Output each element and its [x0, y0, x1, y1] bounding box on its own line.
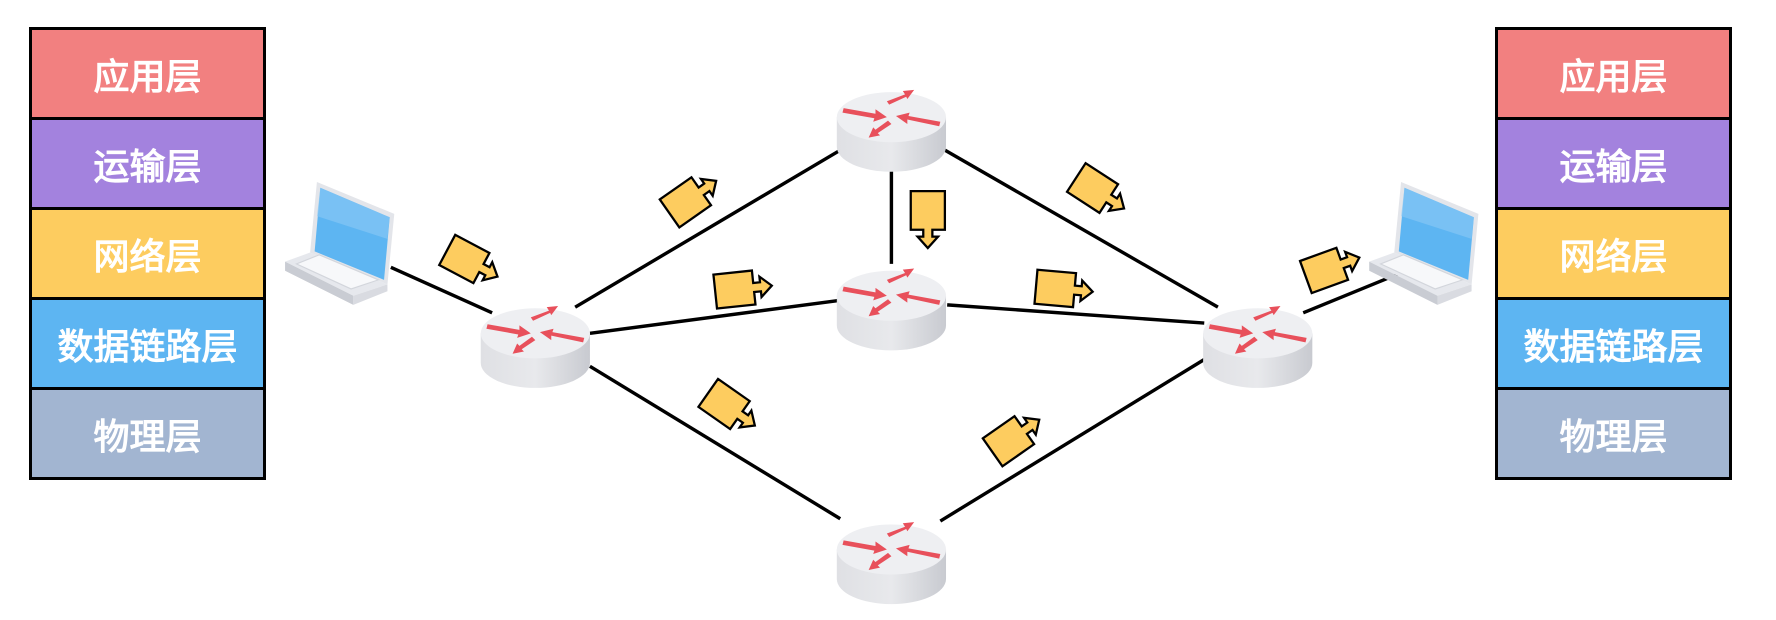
packet-icon: [658, 165, 728, 229]
link-router-middle-router-right: [947, 303, 1205, 325]
packet-icon: [712, 267, 775, 310]
router-top-icon: [836, 89, 947, 172]
packet-icon: [909, 189, 947, 250]
layer-transport: 运输层: [32, 120, 263, 210]
layer-transport: 运输层: [1498, 120, 1729, 210]
left-protocol-stack: 应用层 运输层 网络层 数据链路层 物理层: [29, 27, 266, 480]
link-router-left-router-middle: [589, 298, 841, 336]
router-right-icon: [1203, 306, 1313, 388]
layer-network: 网络层: [32, 210, 263, 300]
link-laptop-left-router-left: [390, 265, 493, 315]
packet-icon: [1033, 268, 1096, 310]
layer-physical: 物理层: [1498, 390, 1729, 477]
link-router-top-router-right: [944, 148, 1219, 309]
router-middle-icon: [836, 268, 947, 351]
link-router-left-router-top: [574, 148, 842, 309]
links: [390, 148, 1399, 523]
link-router-left-router-bottom: [589, 364, 842, 521]
link-router-right-laptop-right: [1302, 272, 1399, 315]
router-left-icon: [480, 306, 590, 388]
packet-icon: [981, 404, 1051, 468]
right-protocol-stack: 应用层 运输层 网络层 数据链路层 物理层: [1495, 27, 1732, 480]
layer-application: 应用层: [32, 30, 263, 120]
packet-icon: [697, 377, 766, 441]
packet-icon: [1298, 240, 1367, 295]
layer-data-link: 数据链路层: [32, 300, 263, 390]
laptop-right-icon: [1368, 181, 1479, 306]
layer-physical: 物理层: [32, 390, 263, 477]
layer-network: 网络层: [1498, 210, 1729, 300]
packet-icon: [438, 233, 507, 293]
layer-application: 应用层: [1498, 30, 1729, 120]
link-router-bottom-router-right: [939, 358, 1206, 523]
laptop-left-icon: [284, 181, 395, 306]
packet-icon: [1065, 162, 1135, 224]
router-bottom-icon: [836, 522, 947, 605]
layer-data-link: 数据链路层: [1498, 300, 1729, 390]
